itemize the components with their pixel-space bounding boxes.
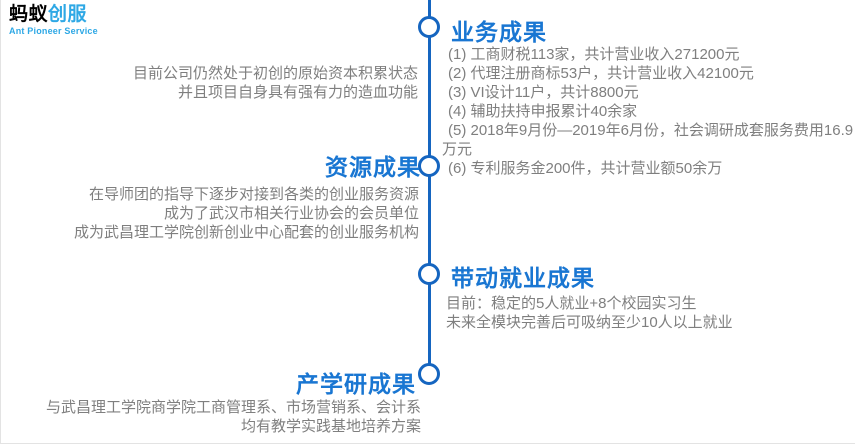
list-item: (3) VI设计11户，共计8800元 <box>448 84 639 101</box>
timeline-node-employment <box>418 263 440 285</box>
employment-results-text: 目前：稳定的5人就业+8个校园实习生 未来全模块完善后可吸纳至少10人以上就业 <box>446 294 846 332</box>
text-line: 与武昌理工学院商学院工商管理系、市场营销系、会计系 <box>45 399 421 416</box>
section-title-research: 产学研成果 <box>296 371 416 397</box>
timeline-node-business <box>418 16 440 38</box>
timeline-node-research <box>418 363 440 385</box>
brand-name-cn-red: 蚂蚁 <box>9 4 49 25</box>
timeline-line <box>428 0 431 374</box>
text-line: 均有教学实践基地培养方案 <box>240 418 421 435</box>
brand-name-cn-blue: 创服 <box>48 4 88 25</box>
text-line: 目前公司仍然处于初创的原始资本积累状态 <box>132 65 418 82</box>
text-line: 未来全模块完善后可吸纳至少10人以上就业 <box>446 314 733 331</box>
list-item: (6) 专利服务金200件，共计营业额50余万 <box>448 160 723 177</box>
section-title-employment: 带动就业成果 <box>451 265 595 291</box>
section-title-resource: 资源成果 <box>325 154 421 180</box>
text-line: 在导师团的指导下逐步对接到各类的创业服务资源 <box>88 186 419 203</box>
capital-status-text: 目前公司仍然处于初创的原始资本积累状态 并且项目自身具有强有力的造血功能 <box>1 64 418 102</box>
section-title-business: 业务成果 <box>451 19 547 45</box>
business-results-list: (1) 工商财税113家，共计营业收入271200元 (2) 代理注册商标53户… <box>442 45 855 178</box>
resource-results-text: 在导师团的指导下逐步对接到各类的创业服务资源 成为了武汉市相关行业协会的会员单位… <box>1 185 419 242</box>
text-line: 目前：稳定的5人就业+8个校园实习生 <box>446 295 697 312</box>
text-line: 并且项目自身具有强有力的造血功能 <box>177 84 418 101</box>
list-item: (5) 2018年9月份—2019年6月份，社会调研成套服务费用16.9万元 <box>442 122 854 158</box>
list-item: (2) 代理注册商标53户，共计营业收入42100元 <box>448 65 754 82</box>
list-item: (1) 工商财税113家，共计营业收入271200元 <box>448 46 740 63</box>
brand-name-cn: 蚂蚁创服 <box>9 4 98 26</box>
list-item: (4) 辅助扶持申报累计40余家 <box>448 103 638 120</box>
text-line: 成为武昌理工学院创新创业中心配套的创业服务机构 <box>73 224 419 241</box>
timeline-node-resource <box>418 155 440 177</box>
brand-subtitle-en: Ant Pioneer Service <box>9 25 98 36</box>
brand-logo: 蚂蚁创服 Ant Pioneer Service <box>9 4 98 37</box>
text-line: 成为了武汉市相关行业协会的会员单位 <box>163 205 419 222</box>
research-results-text: 与武昌理工学院商学院工商管理系、市场营销系、会计系 均有教学实践基地培养方案 <box>1 398 421 436</box>
